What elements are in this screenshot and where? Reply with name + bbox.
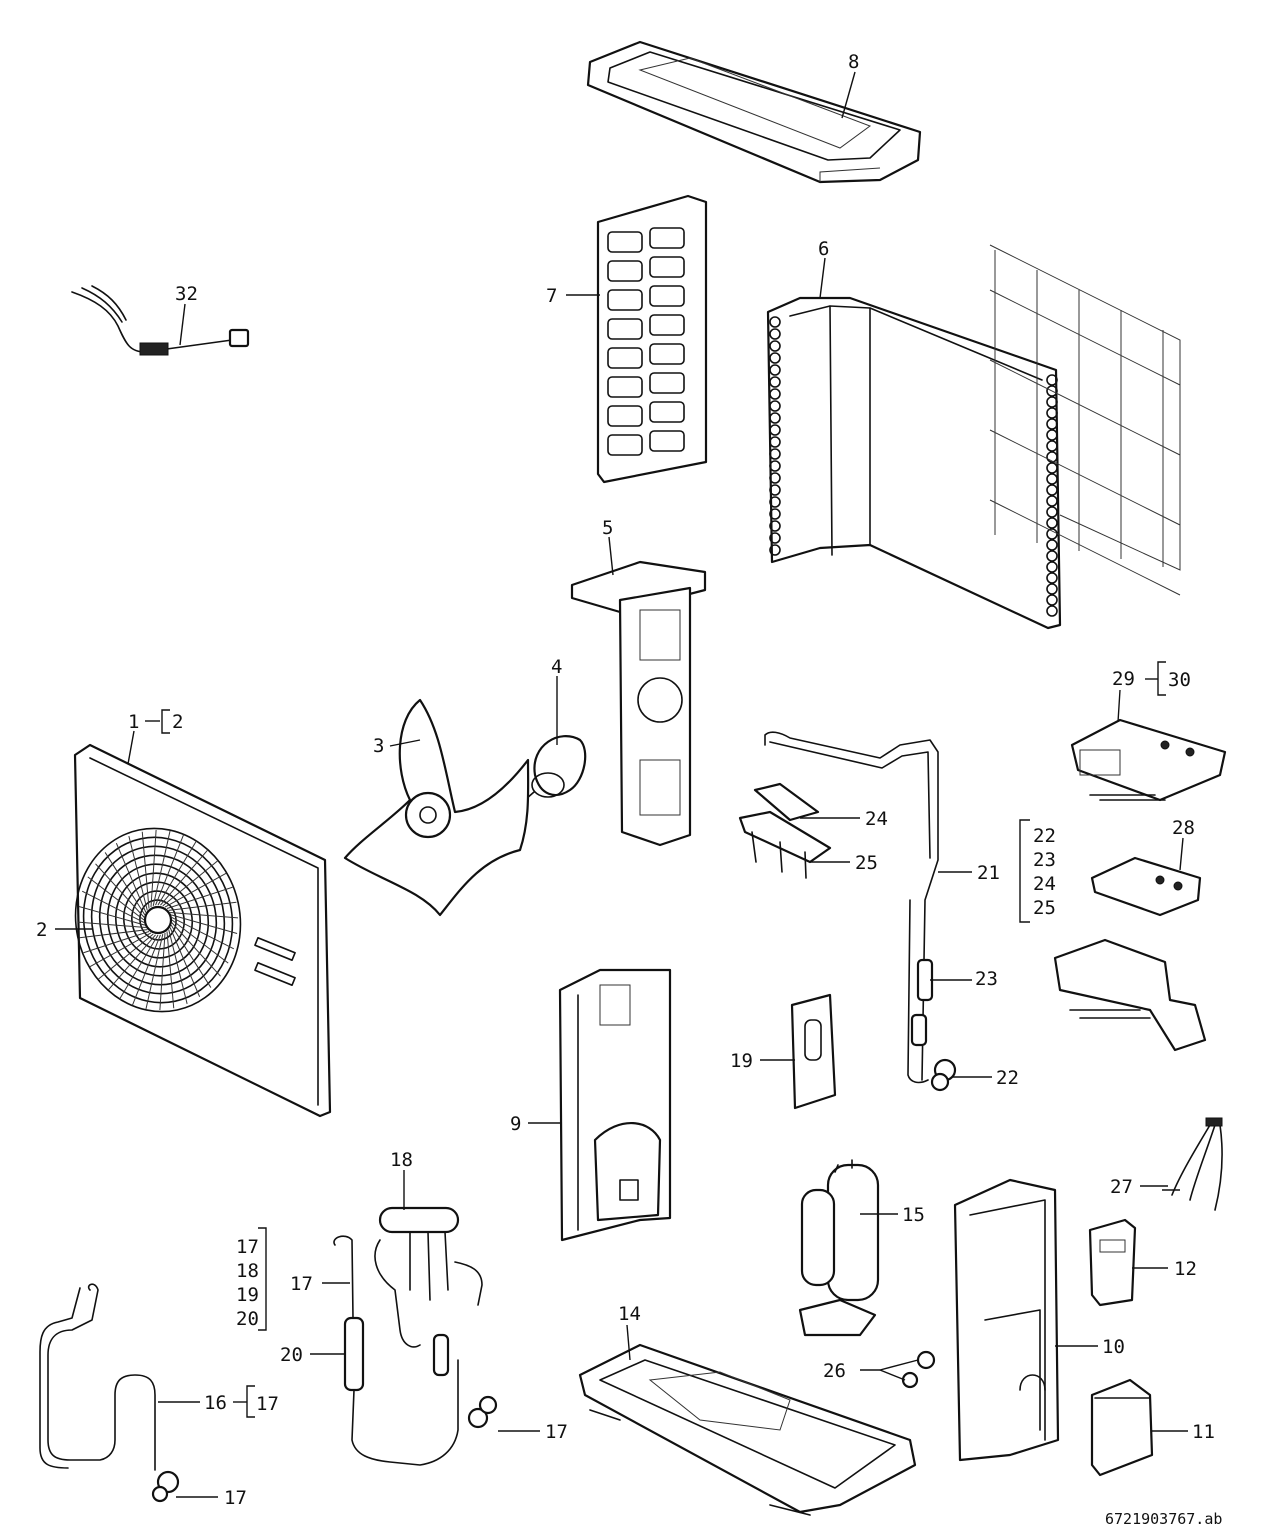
- callout-7: 7: [546, 285, 557, 307]
- part-6-condenser-coil: [766, 296, 1062, 630]
- part-15-compressor: [798, 1159, 880, 1337]
- part-32-wire-harness: [71, 285, 250, 356]
- part-18-four-way-valve: [374, 1206, 483, 1348]
- part-21-pipe-assembly: [764, 731, 939, 1084]
- group-21-item-3: 24: [1033, 873, 1056, 895]
- callout-23: 23: [975, 968, 998, 990]
- callout-2: 2: [36, 919, 47, 941]
- group-21-item-2: 23: [1033, 849, 1056, 871]
- callout-1-group: 2: [172, 711, 183, 733]
- part-26-nuts: [901, 1350, 936, 1389]
- part-3-fan-blade: [343, 698, 530, 917]
- callout-20: 20: [280, 1344, 303, 1366]
- part-25-holder: [738, 810, 832, 879]
- part-20-pipe-assembly: [333, 1235, 498, 1466]
- part-19-bracket: [790, 993, 837, 1110]
- callout-21: 21: [977, 862, 1000, 884]
- callout-8: 8: [848, 51, 859, 73]
- callout-5: 5: [602, 517, 613, 539]
- leader-lines: [55, 71, 1188, 1498]
- callout-9: 9: [510, 1113, 521, 1135]
- callout-6: 6: [818, 238, 829, 260]
- part-24-holder: [753, 782, 820, 822]
- part-11-valve-cover: [1090, 1378, 1154, 1477]
- callout-25: 25: [855, 852, 878, 874]
- callout-19: 19: [730, 1050, 753, 1072]
- callout-28: 28: [1172, 817, 1195, 839]
- callout-26: 26: [823, 1360, 846, 1382]
- figure-id: 6721903767.ab: [1105, 1510, 1222, 1528]
- callout-11: 11: [1192, 1421, 1215, 1443]
- callout-16: 16: [204, 1392, 227, 1414]
- callout-29: 29: [1112, 668, 1135, 690]
- part-4-fan-motor: [517, 735, 587, 807]
- callout-3: 3: [373, 735, 384, 757]
- group-17-item-1: 17: [236, 1236, 259, 1258]
- group-17-item-2: 18: [236, 1260, 259, 1282]
- part-16-pipe: [39, 1283, 180, 1503]
- part-7-side-grille: [596, 194, 708, 484]
- group-brackets: [161, 661, 1166, 1418]
- callout-27: 27: [1110, 1176, 1133, 1198]
- part-29-control-box: [1070, 718, 1227, 802]
- callout-17-c: 17: [224, 1487, 247, 1509]
- callout-16-group: 17: [256, 1393, 279, 1415]
- group-17-item-4: 20: [236, 1308, 259, 1330]
- callout-22: 22: [996, 1067, 1019, 1089]
- group-21-item-4: 25: [1033, 897, 1056, 919]
- part-9-partition: [558, 968, 672, 1242]
- callout-17-b: 17: [545, 1421, 568, 1443]
- part-8-top-cover: [586, 40, 922, 184]
- callout-17-a: 17: [290, 1273, 313, 1295]
- group-17-item-3: 19: [236, 1284, 259, 1306]
- callout-18: 18: [390, 1149, 413, 1171]
- part-6-protective-mesh: [989, 244, 1181, 596]
- group-21-item-1: 22: [1033, 825, 1056, 847]
- part-14-base-pan: [578, 1343, 917, 1516]
- part-5-motor-bracket: [570, 560, 707, 847]
- callout-labels: 8 6 7 32 5 4 3 1 2 2 24 25 21 22 23 24 2…: [36, 51, 1222, 1528]
- callout-12: 12: [1174, 1258, 1197, 1280]
- part-28-control-board: [1090, 856, 1202, 917]
- callout-15: 15: [902, 1204, 925, 1226]
- part-1-front-panel: [73, 743, 332, 1118]
- callout-29-group: 30: [1168, 669, 1191, 691]
- part-10-side-panel: [953, 1178, 1060, 1462]
- callout-32: 32: [175, 283, 198, 305]
- part-22-valve: [930, 1058, 957, 1092]
- callout-24: 24: [865, 808, 888, 830]
- callout-1: 1: [128, 711, 139, 733]
- part-12-cover: [1088, 1218, 1137, 1307]
- callout-14: 14: [618, 1303, 641, 1325]
- electrical-box: [1053, 938, 1207, 1052]
- callout-10: 10: [1102, 1336, 1125, 1358]
- callout-4: 4: [551, 656, 562, 678]
- part-27-cables: [1171, 1117, 1223, 1211]
- part-2-fan-grille: [74, 827, 242, 1013]
